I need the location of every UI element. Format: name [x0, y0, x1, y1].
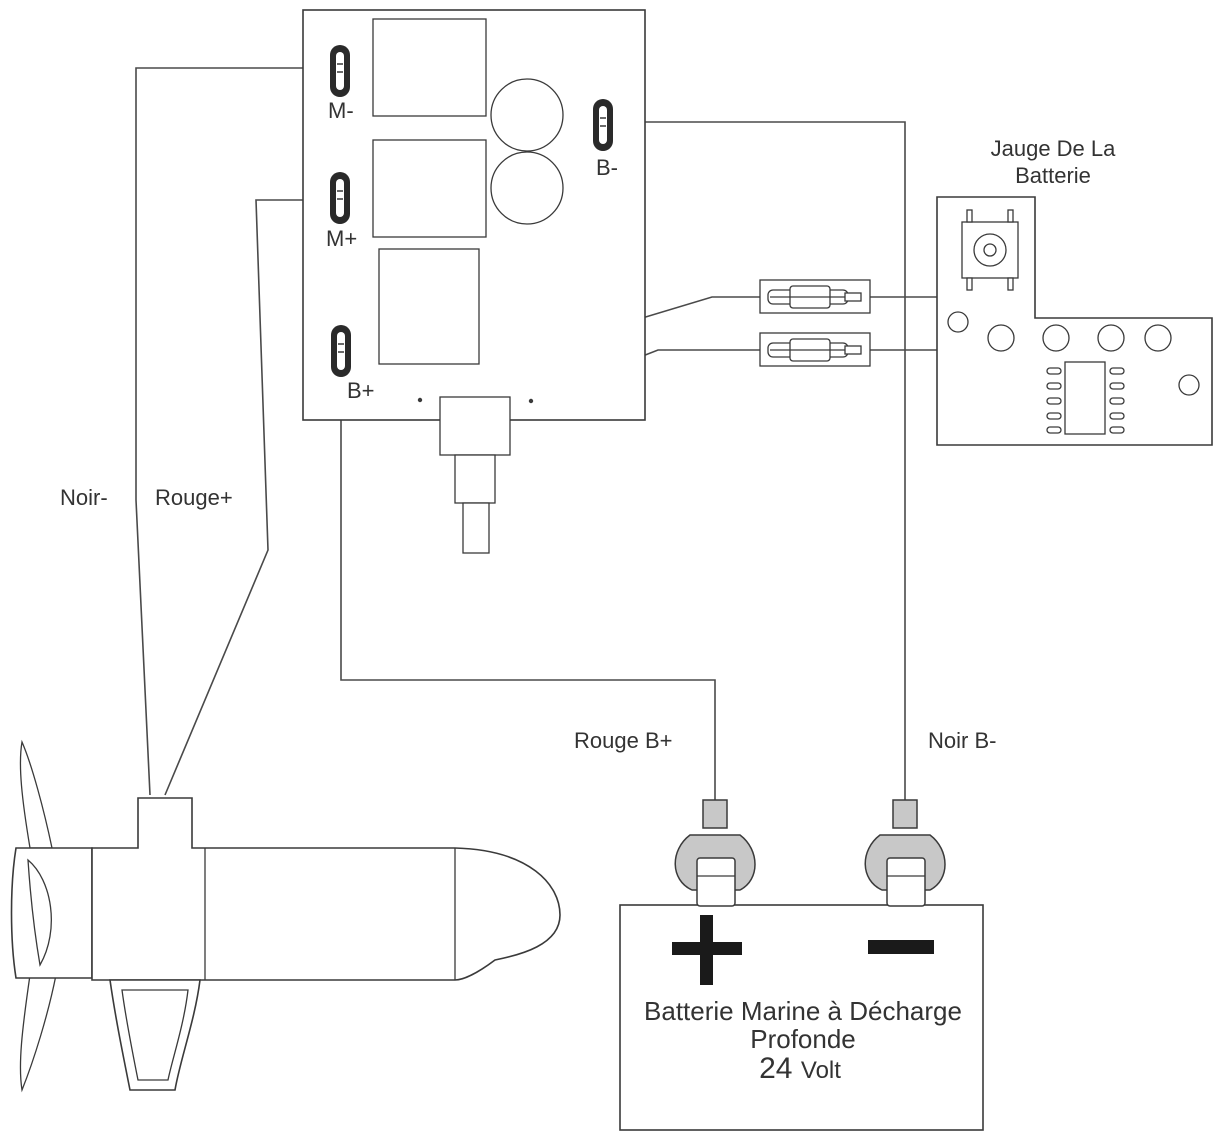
- fuse-1: [759, 279, 871, 314]
- terminal-m-plus: [330, 172, 350, 224]
- gauge-led-2: [987, 324, 1015, 352]
- gauge-title-line1: Jauge De La: [991, 136, 1117, 161]
- terminal-m-minus: [330, 45, 350, 97]
- relay-1: [372, 18, 487, 117]
- battery: Batterie Marine à Décharge Profonde 24 V…: [619, 799, 984, 1131]
- battery-voltage-unit: Volt: [801, 1057, 841, 1084]
- relay-2: [372, 139, 487, 238]
- plus-symbol-icon: [672, 915, 742, 985]
- contact-dot-2: [528, 398, 534, 404]
- label-m-minus: M-: [328, 98, 354, 123]
- gauge-title-line2: Batterie: [1015, 163, 1091, 188]
- terminal-b-minus: [593, 99, 613, 151]
- battery-terminal-positive: [674, 799, 756, 907]
- speed-controller: M- M+ B+ B-: [302, 9, 646, 554]
- gauge-led-1: [947, 311, 969, 333]
- label-rouge-b-plus: Rouge B+: [574, 728, 672, 753]
- hub-blade-curve: [27, 858, 52, 967]
- gauge-switch: [961, 209, 1019, 291]
- wire-noir-motor: [135, 67, 330, 796]
- trolling-motor: [10, 739, 561, 1093]
- battery-label-line1: Batterie Marine à Décharge: [644, 996, 962, 1026]
- contact-dot-1: [417, 397, 423, 403]
- label-noir-b-minus: Noir B-: [928, 728, 996, 753]
- propeller-bottom-blade: [19, 974, 57, 1093]
- relay-3: [378, 248, 480, 365]
- gauge-led-3: [1042, 324, 1070, 352]
- gauge-led-4: [1097, 324, 1125, 352]
- propeller-top-blade: [19, 739, 53, 849]
- wire-rouge-battery: [340, 370, 716, 800]
- label-noir-minus: Noir-: [60, 485, 108, 510]
- battery-gauge: Jauge De La Batterie: [936, 136, 1213, 446]
- gauge-hole: [1178, 374, 1200, 396]
- wire-noir-battery: [612, 121, 906, 800]
- capacitor-1: [490, 78, 564, 152]
- terminal-b-plus: [331, 325, 351, 377]
- minus-symbol-icon: [868, 940, 934, 954]
- gauge-ic-chip: [1046, 361, 1125, 435]
- label-b-minus: B-: [596, 155, 618, 180]
- label-rouge-plus: Rouge+: [155, 485, 233, 510]
- battery-voltage: 24 Volt: [759, 1052, 841, 1085]
- label-b-plus: B+: [347, 378, 375, 403]
- capacitor-2: [490, 151, 564, 225]
- gauge-led-5: [1144, 324, 1172, 352]
- motor-skeg-inner: [121, 989, 189, 1081]
- fuse-2: [759, 332, 871, 367]
- label-m-plus: M+: [326, 226, 357, 251]
- battery-terminal-negative: [864, 799, 946, 907]
- motor-body: [91, 797, 561, 981]
- wire-rouge-motor: [164, 199, 330, 796]
- potentiometer: [439, 396, 511, 554]
- battery-voltage-number: 24: [759, 1052, 792, 1085]
- battery-label-line2: Profonde: [750, 1024, 856, 1054]
